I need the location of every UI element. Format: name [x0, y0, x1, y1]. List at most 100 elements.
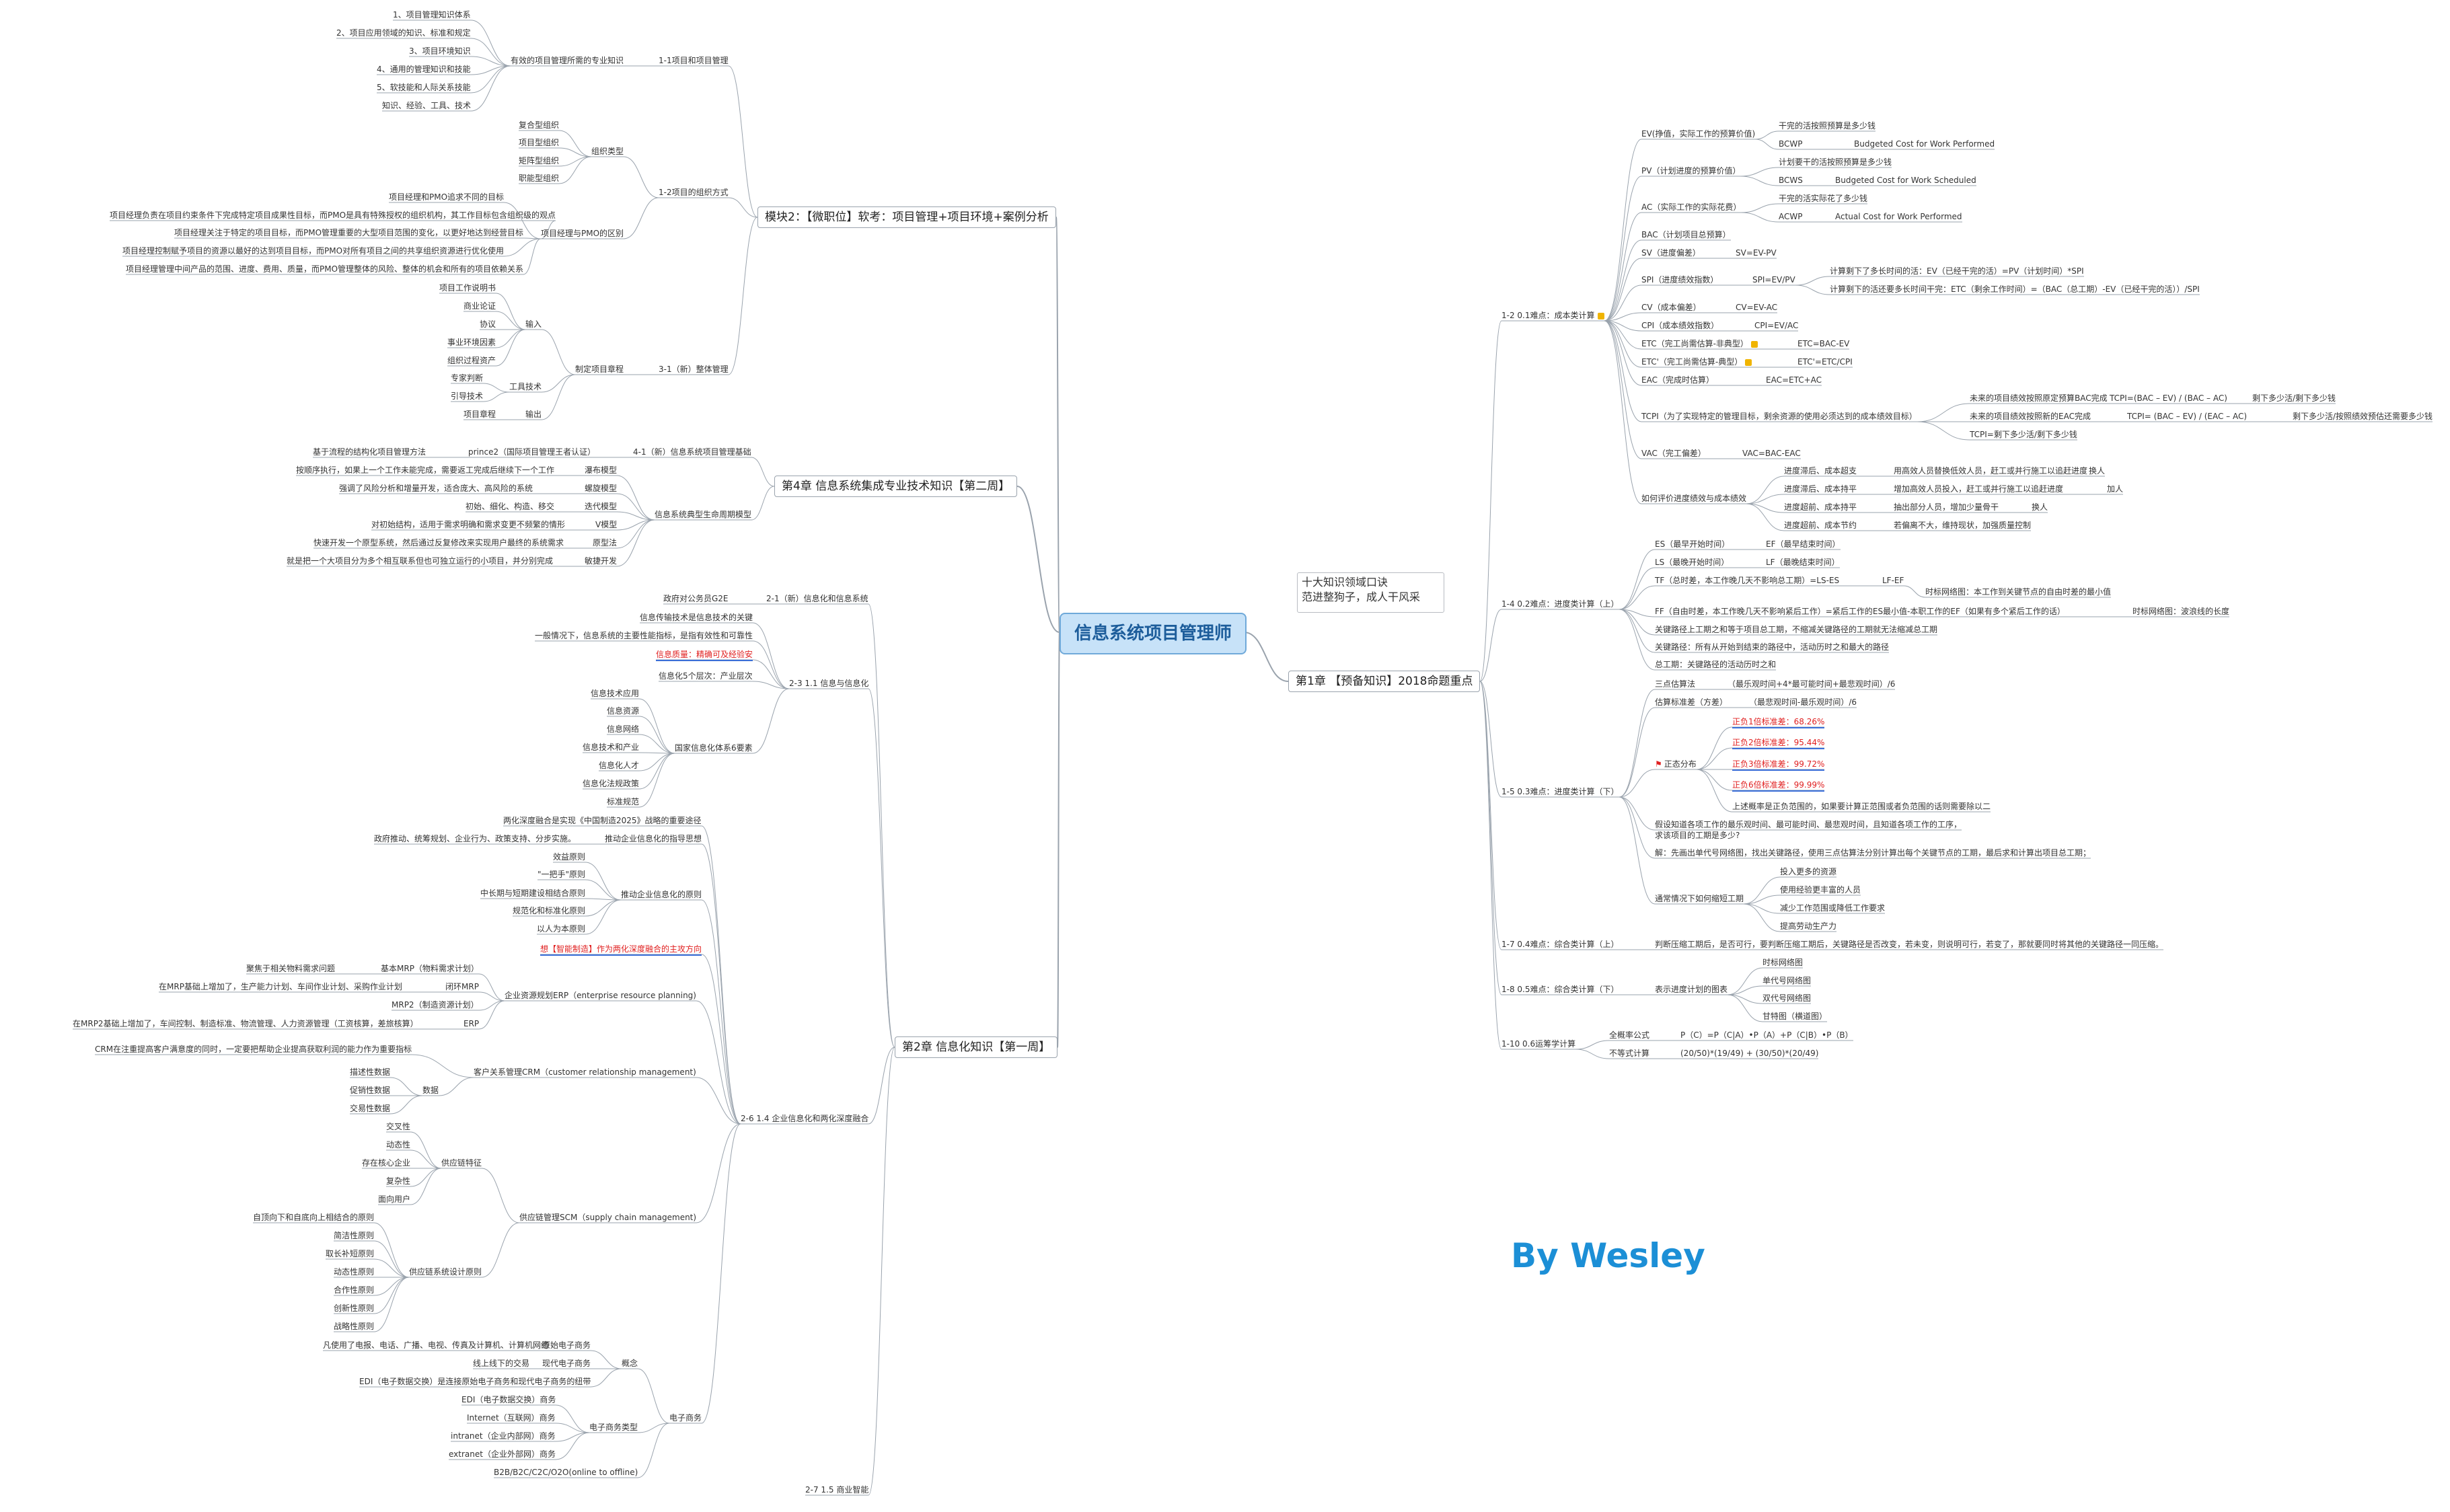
- topic-node[interactable]: 项目经理控制赋予项目的资源以最好的达到项目目标，而PMO对所有项目之间的共享组织…: [122, 245, 504, 256]
- topic-node[interactable]: 总工期：关键路径的活动历时之和: [1655, 659, 1776, 670]
- topic-node[interactable]: 交易性数据: [350, 1103, 390, 1114]
- topic-node[interactable]: 信息网络: [607, 724, 639, 734]
- topic-node[interactable]: 未来的项目绩效按照新的EAC完成: [1970, 411, 2091, 422]
- topic-node[interactable]: prince2（国际项目管理王者认证）: [468, 447, 595, 457]
- topic-node[interactable]: MRP2（制造资源计划）: [392, 999, 479, 1010]
- topic-node[interactable]: LF-EF: [1882, 575, 1904, 586]
- topic-node[interactable]: CV=EV-AC: [1736, 302, 1777, 313]
- topic-node[interactable]: AC（实际工作的实际花费）: [1641, 202, 1741, 213]
- topic-node[interactable]: 判断压缩工期后，是否可行，要判断压缩工期后，关键路径是否改变，若未变，则说明可行…: [1655, 939, 2163, 950]
- topic-node[interactable]: 使用经验更丰富的人员: [1780, 884, 1861, 895]
- topic-node[interactable]: 政府推动、统筹规划、企业行为、政策支持、分步实施。: [374, 833, 576, 844]
- topic-node[interactable]: 关键路径上工期之和等于项目总工期，不缩减关键路径的工期就无法缩减总工期: [1655, 624, 1937, 635]
- topic-node[interactable]: 剩下多少活/按照绩效预估还需要多少钱: [2293, 411, 2433, 422]
- topic-node[interactable]: 若偏离不大，维持现状，加强质量控制: [1894, 520, 2031, 531]
- topic-node[interactable]: 项目经理关注于特定的项目目标，而PMO管理重要的大型项目范围的变化，以更好地达到…: [174, 227, 523, 238]
- topic-node[interactable]: LF（最晚结束时间）: [1766, 557, 1840, 568]
- topic-node[interactable]: 进度超前、成本持平: [1784, 502, 1857, 513]
- topic-node[interactable]: 投入更多的资源: [1780, 866, 1836, 877]
- topic-node[interactable]: Budgeted Cost for Work Performed: [1854, 139, 1995, 149]
- topic-node[interactable]: 加人: [2107, 484, 2123, 494]
- topic-node[interactable]: TCPI=剩下多少活/剩下多少钱: [1970, 429, 2077, 440]
- topic-node[interactable]: 动态性原则: [334, 1267, 374, 1277]
- topic-node[interactable]: 1-5 0.3难点：进度类计算（下）: [1501, 786, 1619, 797]
- topic-node[interactable]: 3、项目环境知识: [409, 46, 471, 56]
- topic-node[interactable]: 时标网络图：波浪线的长度: [2132, 606, 2229, 617]
- topic-node[interactable]: ETC=BAC-EV: [1797, 338, 1849, 349]
- topic-node[interactable]: 想【智能制造】作为两化深度融合的主攻方向: [540, 944, 702, 956]
- topic-node[interactable]: 假设知道各项工作的最乐观时间、最可能时间、最悲观时间，且知道各项工作的工序，: [1655, 819, 1962, 830]
- topic-node[interactable]: 制定项目章程: [575, 364, 624, 375]
- topic-node[interactable]: 组织过程资产: [447, 355, 496, 366]
- topic-node[interactable]: 计算剩下了多长时间的活：EV（已经干完的活）=PV（计划时间）*SPI: [1830, 266, 2084, 276]
- topic-node[interactable]: intranet（企业内部网）商务: [451, 1431, 556, 1441]
- topic-node[interactable]: 工具技术: [509, 381, 542, 392]
- topic-node[interactable]: CV（成本偏差）: [1641, 302, 1701, 313]
- topic-node[interactable]: 2-7 1.5 商业智能: [805, 1484, 868, 1495]
- topic-node[interactable]: SPI=EV/PV: [1752, 274, 1795, 285]
- topic-node[interactable]: extranet（企业外部网）商务: [449, 1449, 556, 1460]
- topic-node[interactable]: 迭代模型: [585, 501, 617, 512]
- topic-node[interactable]: 如何评价进度绩效与成本绩效: [1641, 493, 1746, 504]
- topic-node[interactable]: 信息化法规政策: [583, 778, 639, 789]
- topic-node[interactable]: ACWP: [1779, 211, 1802, 222]
- topic-node[interactable]: ⚑正态分布: [1655, 759, 1697, 769]
- topic-node[interactable]: 政府对公务员G2E: [663, 593, 729, 604]
- topic-node[interactable]: 单代号网络图: [1762, 975, 1811, 986]
- topic-node[interactable]: 交叉性: [386, 1121, 410, 1132]
- topic-node[interactable]: 计算剩下的活还要多长时间干完：ETC（剩余工作时间）=（BAC（总工期）-EV（…: [1830, 284, 2200, 295]
- topic-node[interactable]: 干完的活按照预算是多少钱: [1779, 120, 1876, 131]
- topic-node[interactable]: 概念: [622, 1358, 638, 1369]
- topic-node[interactable]: 标准规范: [607, 796, 639, 807]
- topic-node[interactable]: Actual Cost for Work Performed: [1835, 211, 1962, 222]
- topic-node[interactable]: 求该项目的工期是多少?: [1655, 830, 1740, 841]
- topic-node[interactable]: Internet（互联网）商务: [467, 1412, 556, 1423]
- topic-node[interactable]: B2B/B2C/C2C/O2O(online to offline): [494, 1467, 638, 1478]
- topic-node[interactable]: EAC（完成时估算）: [1641, 375, 1714, 385]
- topic-node[interactable]: 3-1（新）整体管理: [659, 364, 729, 375]
- topic-node[interactable]: 1、项目管理知识体系: [393, 9, 471, 20]
- topic-node[interactable]: 在MRP2基础上增加了，车间控制、制造标准、物流管理、人力资源管理（工资核算，差…: [73, 1018, 418, 1029]
- topic-node[interactable]: 4-1（新）信息系统项目管理基础: [633, 447, 751, 457]
- topic-node[interactable]: 1-1项目和项目管理: [659, 55, 729, 66]
- branch-topic[interactable]: 模块2：【微职位】软考：项目管理+项目环境+案例分析: [757, 206, 1056, 228]
- topic-node[interactable]: 职能型组织: [519, 173, 559, 184]
- topic-node[interactable]: 信息传输技术是信息技术的关键: [640, 612, 753, 623]
- topic-node[interactable]: Budgeted Cost for Work Scheduled: [1835, 175, 1976, 186]
- topic-node[interactable]: 基于流程的结构化项目管理方法: [313, 447, 426, 457]
- topic-node[interactable]: 通常情况下如何缩短工期: [1655, 893, 1744, 904]
- topic-node[interactable]: 计划要干的活按照预算是多少钱: [1779, 157, 1892, 167]
- topic-node[interactable]: 推动企业信息化的指导思想: [605, 833, 702, 844]
- topic-node[interactable]: （最乐观时间+4*最可能时间+最悲观时间）/6: [1728, 679, 1895, 689]
- topic-node[interactable]: BCWP: [1779, 139, 1803, 149]
- topic-node[interactable]: 知识、经验、工具、技术: [382, 100, 471, 111]
- topic-node[interactable]: "一把手"原则: [537, 869, 585, 880]
- topic-node[interactable]: EDI（电子数据交换）是连接原始电子商务和现代电子商务的纽带: [359, 1376, 591, 1387]
- topic-node[interactable]: 电子商务类型: [589, 1422, 638, 1433]
- topic-node[interactable]: 效益原则: [553, 852, 585, 862]
- topic-node[interactable]: 协议: [480, 319, 496, 330]
- topic-node[interactable]: 项目工作说明书: [439, 282, 496, 293]
- topic-node[interactable]: 抽出部分人员，增加少量骨干: [1894, 502, 1999, 513]
- topic-node[interactable]: 解：先画出单代号网络图，找出关键路径，使用三点估算法分别计算出每个关键节点的工期…: [1655, 847, 2091, 858]
- topic-node[interactable]: 4、通用的管理知识和技能: [377, 64, 471, 75]
- topic-node[interactable]: 对初始结构，适用于需求明确和需求变更不频繁的情形: [371, 519, 565, 530]
- root-topic[interactable]: 信息系统项目管理师: [1060, 613, 1247, 654]
- topic-node[interactable]: 项目经理与PMO的区别: [541, 228, 624, 239]
- topic-node[interactable]: 国家信息化体系6要素: [675, 743, 753, 753]
- topic-node[interactable]: 描述性数据: [350, 1067, 390, 1078]
- topic-node[interactable]: （最悲观时间-最乐观时间）/6: [1749, 697, 1857, 708]
- topic-node[interactable]: VAC=BAC-EAC: [1742, 448, 1801, 459]
- topic-node[interactable]: 增加高效人员投入，赶工或并行施工以追赶进度: [1894, 484, 2063, 494]
- topic-node[interactable]: EV(挣值，实际工作的预算价值): [1641, 128, 1755, 139]
- topic-node[interactable]: 线上线下的交易: [473, 1358, 529, 1369]
- topic-node[interactable]: 时标网络图：本工作到关键节点的自由时差的最小值: [1925, 587, 2111, 597]
- topic-node[interactable]: 双代号网络图: [1762, 993, 1811, 1004]
- topic-node[interactable]: 进度超前、成本节约: [1784, 520, 1857, 531]
- topic-node[interactable]: 电子商务: [669, 1412, 702, 1423]
- topic-node[interactable]: 进度滞后、成本超支: [1784, 465, 1857, 476]
- topic-node[interactable]: 商业论证: [463, 301, 496, 311]
- topic-node[interactable]: 就是把一个大项目分为多个相互联系但也可独立运行的小项目，并分别完成: [287, 556, 553, 566]
- topic-node[interactable]: TCPI= (BAC – EV) / (EAC – AC): [2127, 411, 2247, 422]
- topic-node[interactable]: 项目经理和PMO追求不同的目标: [389, 192, 504, 202]
